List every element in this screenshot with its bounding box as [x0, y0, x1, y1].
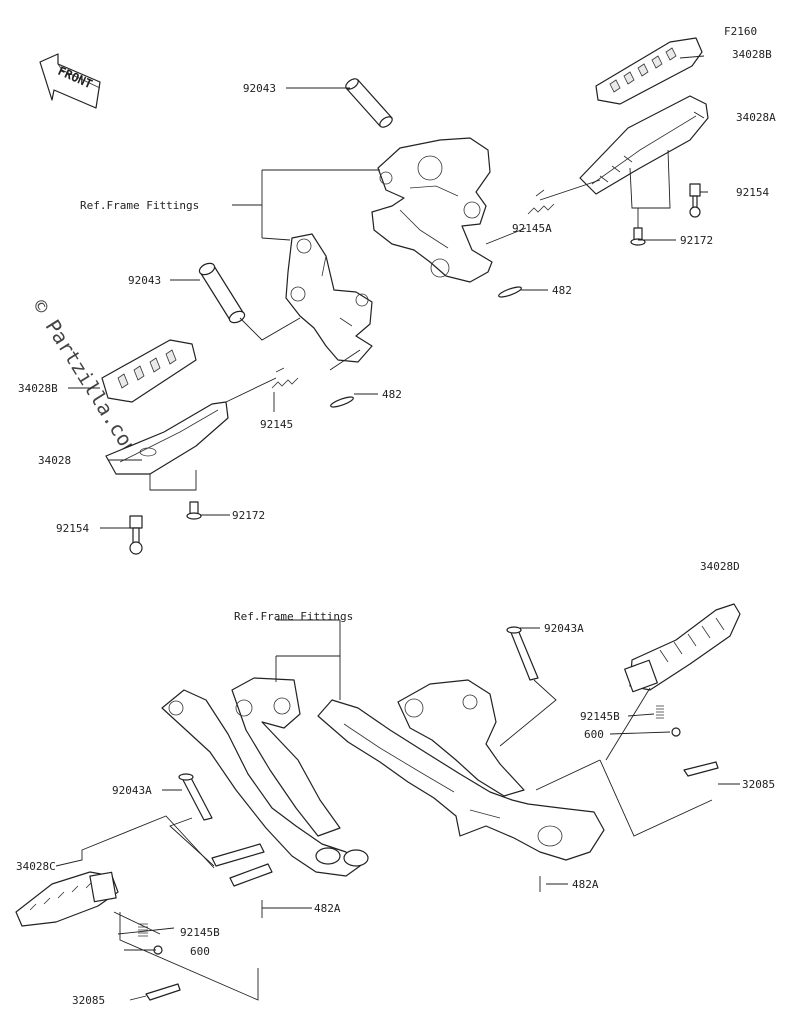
- spring-92145B-right: [656, 705, 664, 719]
- label-92145: 92145: [260, 418, 293, 431]
- label-92172-right: 92172: [680, 234, 713, 247]
- label-34028A: 34028A: [736, 111, 776, 124]
- label-92154-right: 92154: [736, 186, 769, 199]
- footrest-rubber-34028B-right: [595, 37, 703, 105]
- label-34028B-left: 34028B: [18, 382, 58, 395]
- label-34028B-right: 34028B: [732, 48, 772, 61]
- label-482-mid: 482: [382, 388, 402, 401]
- bolt-92154-right: [689, 183, 701, 218]
- label-92145B-right: 92145B: [580, 710, 620, 723]
- footrest-34028D: [624, 603, 741, 693]
- bracket-top-left: [285, 233, 373, 363]
- label-32085-left: 32085: [72, 994, 105, 1007]
- label-600-left: 600: [190, 945, 210, 958]
- footrest-34028C: [15, 871, 119, 927]
- pin-92043-top: [345, 78, 393, 128]
- label-34028D: 34028D: [700, 560, 740, 573]
- spring-92145A: [527, 189, 555, 215]
- bracket-bottom-left: [161, 677, 369, 877]
- washer-482A-left-b: [229, 863, 273, 887]
- label-92043-top: 92043: [243, 82, 276, 95]
- label-ref-frame-bottom: Ref.Frame Fittings: [234, 610, 353, 623]
- washer-482-top: [498, 286, 522, 298]
- label-34028: 34028: [38, 454, 71, 467]
- spring-92145B-left: [138, 923, 148, 937]
- label-32085-right: 32085: [742, 778, 775, 791]
- label-482-top: 482: [552, 284, 572, 297]
- label-482A-left: 482A: [314, 902, 341, 915]
- footrest-rubber-34028B-left: [101, 339, 197, 403]
- plate-32085-left: [145, 983, 181, 1001]
- pin-92043A-left: [178, 773, 213, 821]
- front-arrow-icon: FRONT: [39, 53, 101, 109]
- label-482A-right: 482A: [572, 878, 599, 891]
- label-92154-left: 92154: [56, 522, 89, 535]
- footrest-34028A: [579, 95, 709, 195]
- footrest-34028: [105, 401, 229, 475]
- plate-32085-right: [683, 761, 719, 777]
- label-ref-frame-top: Ref.Frame Fittings: [80, 199, 199, 212]
- spring-92145: [271, 367, 299, 389]
- figure-code: F2160: [724, 25, 757, 38]
- ball-600-right: [671, 727, 681, 737]
- label-600-right: 600: [584, 728, 604, 741]
- label-34028C: 34028C: [16, 860, 56, 873]
- label-92172-left: 92172: [232, 509, 265, 522]
- bolt-92172-left: [186, 501, 202, 520]
- label-92145A: 92145A: [512, 222, 552, 235]
- label-92145B-left: 92145B: [180, 926, 220, 939]
- label-92043A-right: 92043A: [544, 622, 584, 635]
- label-92043-left: 92043: [128, 274, 161, 287]
- bolt-92172-right: [630, 227, 646, 246]
- bolt-92154-left: [129, 515, 143, 555]
- leader-lines: [55, 55, 740, 1001]
- pin-92043-left: [198, 262, 246, 324]
- label-92043A-left: 92043A: [112, 784, 152, 797]
- washer-482-mid: [330, 396, 354, 408]
- washer-482A-left-a: [211, 843, 265, 867]
- bracket-top-right: [371, 137, 493, 283]
- bracket-bottom-right: [317, 679, 605, 861]
- pin-92043A-right: [506, 626, 539, 681]
